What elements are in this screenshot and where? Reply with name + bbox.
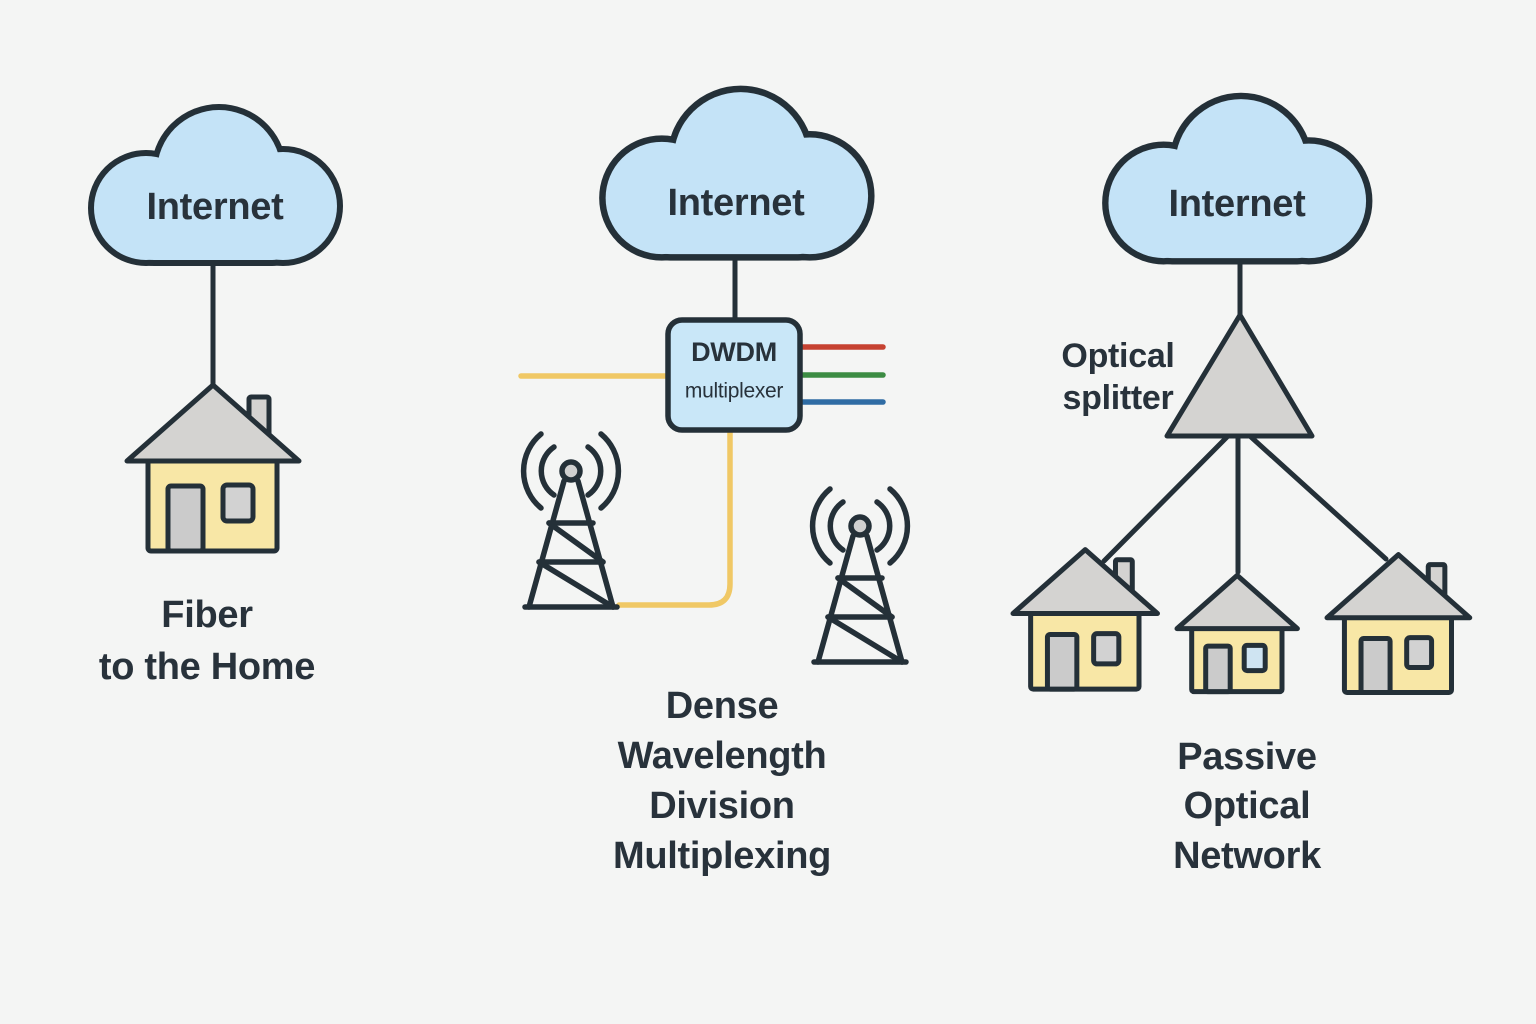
roof — [1177, 575, 1297, 628]
dwdm-caption-line: Wavelength — [618, 735, 827, 777]
ftth-caption-line: to the Home — [99, 646, 315, 688]
door — [1206, 646, 1231, 692]
cloud-label: Internet — [147, 186, 285, 228]
pon-caption-line: Optical — [1184, 785, 1311, 827]
cloud-label: Internet — [1169, 183, 1307, 225]
ftth-section: Internet Fiber to the Home — [94, 110, 337, 688]
door — [1047, 635, 1076, 690]
house-icon — [1013, 550, 1157, 689]
mux-subtitle: multiplexer — [685, 380, 784, 403]
pon-caption-line: Network — [1173, 835, 1322, 877]
window — [1094, 634, 1119, 664]
pon-section: Internet Optical splitter Passive — [1013, 99, 1470, 877]
pon-branch-left — [1101, 434, 1230, 564]
pon-branch-right — [1248, 434, 1389, 562]
dwdm-caption-line: Multiplexing — [613, 835, 831, 877]
window — [223, 485, 253, 521]
fiber-line-to-tower — [616, 429, 733, 608]
cloud-label: Internet — [668, 182, 806, 224]
ftth-caption-line: Fiber — [161, 594, 253, 636]
dwdm-caption-line: Dense — [666, 685, 779, 727]
roof — [127, 385, 299, 461]
house-icon — [127, 385, 299, 551]
mux-title: DWDM — [691, 337, 777, 367]
optical-splitter-icon — [1164, 312, 1315, 439]
splitter-label-line: splitter — [1063, 379, 1174, 417]
house-icon — [1177, 575, 1297, 691]
roof — [1013, 550, 1157, 614]
window — [1244, 645, 1265, 670]
dwdm-caption-line: Division — [649, 785, 794, 827]
door — [1361, 638, 1390, 692]
pon-caption-line: Passive — [1177, 736, 1316, 778]
door — [168, 486, 203, 551]
window — [1407, 638, 1432, 668]
dwdm-multiplexer-box — [665, 317, 803, 433]
dwdm-section: Internet DWDM multiplexer Dense Waveleng… — [518, 92, 907, 877]
splitter-label-line: Optical — [1061, 337, 1174, 375]
roof — [1327, 555, 1470, 618]
house-icon — [1327, 555, 1470, 693]
